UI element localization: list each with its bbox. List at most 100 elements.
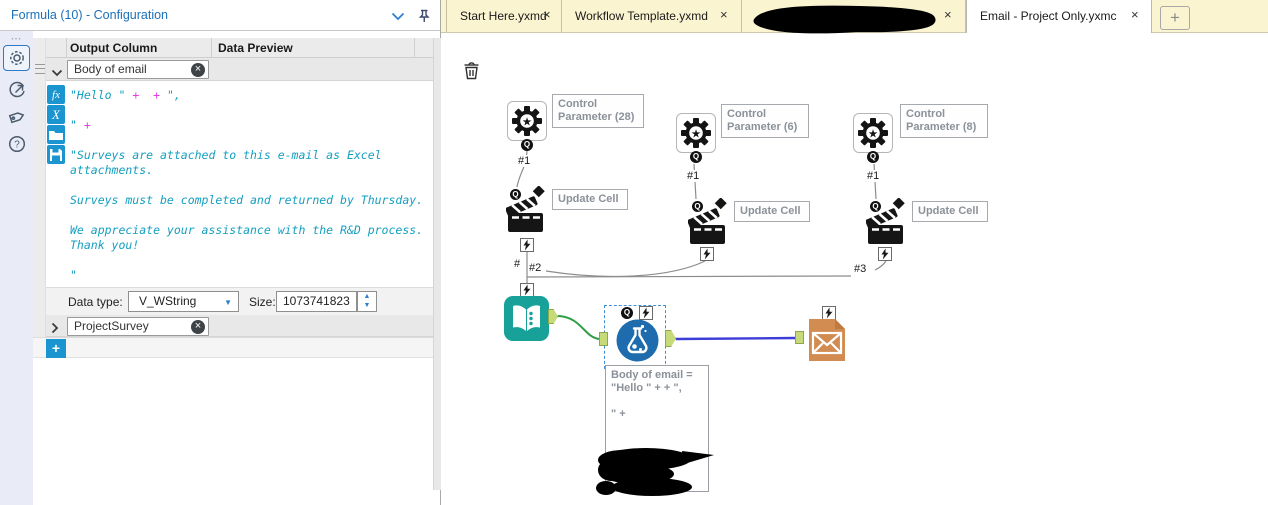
clear-field-icon[interactable]: × [191, 62, 205, 77]
q-anchor-icon[interactable]: Q [690, 151, 702, 163]
connection-label: #1 [517, 155, 532, 167]
action-update-cell-tool[interactable] [865, 197, 906, 251]
connection-label: #1 [866, 170, 881, 182]
output-field-row: Body of email × [46, 58, 479, 82]
connection-label: #2 [528, 262, 543, 274]
add-row: + [33, 337, 433, 358]
new-tab-button[interactable]: + [1160, 6, 1190, 30]
tool-annotation[interactable]: Update Cell [912, 201, 988, 222]
tab-label: Start Here.yxmd [460, 9, 547, 23]
q-anchor-icon[interactable]: Q [692, 201, 703, 212]
email-tool[interactable] [808, 318, 846, 367]
q-anchor-icon[interactable]: Q [870, 201, 881, 212]
output-table-header: Output Column Data Preview [46, 38, 433, 58]
dropdown-caret-icon: ▼ [224, 298, 232, 307]
q-anchor-icon[interactable]: Q [510, 189, 521, 200]
tool-annotation[interactable]: Control Parameter (6) [721, 104, 809, 138]
open-expression-folder-icon[interactable] [47, 125, 65, 144]
tab-close-icon[interactable]: × [720, 7, 728, 22]
size-value: 1073741823 [283, 294, 350, 308]
interface-lightning-icon[interactable] [700, 247, 714, 261]
formula-annotation[interactable]: Body of email = "Hello " + + ", " + [605, 365, 709, 492]
input-anchor[interactable] [599, 332, 608, 346]
delete-expression-trash-icon[interactable] [463, 60, 480, 85]
output-anchor[interactable] [665, 330, 676, 347]
svg-text:★: ★ [868, 128, 878, 140]
tool-annotation[interactable]: Update Cell [734, 201, 810, 222]
functions-button[interactable]: fx [47, 85, 65, 104]
connection-label: #3 [853, 263, 868, 275]
panel-title: Formula (10) - Configuration [11, 8, 169, 22]
tab-close-icon[interactable]: × [543, 7, 551, 22]
expression-text[interactable]: "Hello " + + "," +"Surveys are attached … [70, 88, 424, 282]
interface-lightning-icon[interactable] [878, 247, 892, 261]
svg-text:★: ★ [522, 116, 532, 128]
tab-label: Email - Project Only.yxmc [980, 9, 1117, 23]
q-anchor-icon[interactable]: Q [867, 151, 879, 163]
row-drag-handle-icon[interactable] [35, 64, 45, 74]
configuration-panel: Formula (10) - Configuration ⋯ [0, 0, 479, 505]
control-parameter-tool[interactable]: ★ [853, 113, 893, 153]
interface-lightning-icon[interactable] [639, 306, 653, 320]
tab-redacted[interactable]: × [742, 0, 966, 32]
column-header-output: Output Column [70, 41, 158, 55]
pin-icon[interactable] [413, 7, 433, 25]
output-field-row: ProjectSurvey × [46, 315, 433, 337]
size-spinner: ▲ ▼ [357, 291, 377, 312]
navigation-arrow-icon[interactable] [3, 76, 30, 102]
tab-close-icon[interactable]: × [1131, 7, 1139, 22]
tab-close-icon[interactable]: × [944, 7, 952, 22]
q-anchor-icon[interactable]: Q [521, 139, 533, 151]
configuration-tab-gear-icon[interactable] [3, 45, 30, 71]
workflow-tab-bar: Start Here.yxmd × Workflow Template.yxmd… [441, 0, 1268, 33]
size-input[interactable]: 1073741823 [276, 291, 357, 312]
column-header-preview: Data Preview [218, 41, 293, 55]
output-anchor[interactable] [548, 309, 558, 324]
save-expression-icon[interactable] [47, 145, 65, 164]
data-type-label: Data type: [68, 295, 123, 309]
output-column-input[interactable]: ProjectSurvey × [67, 317, 209, 336]
data-type-row: Data type: V_WString ▼ Size: 1073741823 … [46, 287, 433, 315]
add-expression-button[interactable]: + [46, 339, 66, 358]
tool-annotation[interactable]: Control Parameter (28) [552, 94, 644, 128]
spinner-down-icon[interactable]: ▼ [363, 302, 371, 309]
control-parameter-tool[interactable]: ★ [507, 101, 547, 141]
formula-tool[interactable] [616, 319, 659, 367]
help-icon[interactable]: ? [3, 131, 30, 157]
tab-start-here[interactable]: Start Here.yxmd × [446, 0, 562, 32]
clear-field-icon[interactable]: × [191, 319, 205, 334]
variables-button[interactable]: X [47, 105, 65, 124]
tab-label: Workflow Template.yxmd [575, 9, 708, 23]
interface-lightning-icon[interactable] [520, 283, 534, 297]
control-parameter-tool[interactable]: ★ [676, 113, 716, 153]
spinner-up-icon[interactable]: ▲ [363, 293, 371, 300]
tool-sidebar: ⋯ ? [0, 31, 33, 505]
panel-scrollbar[interactable] [433, 38, 441, 490]
data-type-dropdown[interactable]: V_WString ▼ [128, 291, 239, 312]
macro-input-tool[interactable] [504, 296, 549, 341]
data-type-value: V_WString [139, 294, 197, 308]
tool-annotation[interactable]: Control Parameter (8) [900, 104, 988, 138]
output-column-value: ProjectSurvey [74, 319, 149, 333]
sidebar-dots-icon: ⋯ [10, 33, 23, 45]
row-expand-chevron-icon[interactable] [51, 64, 63, 82]
output-column-input[interactable]: Body of email × [67, 60, 209, 79]
svg-text:?: ? [14, 140, 20, 151]
expression-editor[interactable]: fx X "Hello " + + "," +"Surveys are atta… [46, 81, 433, 287]
action-update-cell-tool[interactable] [687, 197, 728, 251]
connection-label: #1 [686, 170, 701, 182]
connection-label: # [513, 258, 522, 270]
input-anchor[interactable] [795, 331, 804, 344]
output-column-value: Body of email [74, 62, 147, 76]
collapse-chevron-icon[interactable] [388, 7, 408, 25]
q-anchor-icon[interactable]: Q [621, 307, 633, 319]
interface-lightning-icon[interactable] [520, 238, 534, 252]
tab-workflow-template[interactable]: Workflow Template.yxmd × [562, 0, 742, 32]
svg-text:★: ★ [691, 128, 701, 140]
tool-annotation[interactable]: Update Cell [552, 189, 628, 210]
action-update-cell-tool[interactable] [505, 185, 546, 239]
row-collapse-chevron-icon[interactable] [51, 321, 59, 339]
annotation-tag-icon[interactable] [3, 104, 30, 130]
tab-email-project-only[interactable]: Email - Project Only.yxmc × [966, 0, 1152, 33]
